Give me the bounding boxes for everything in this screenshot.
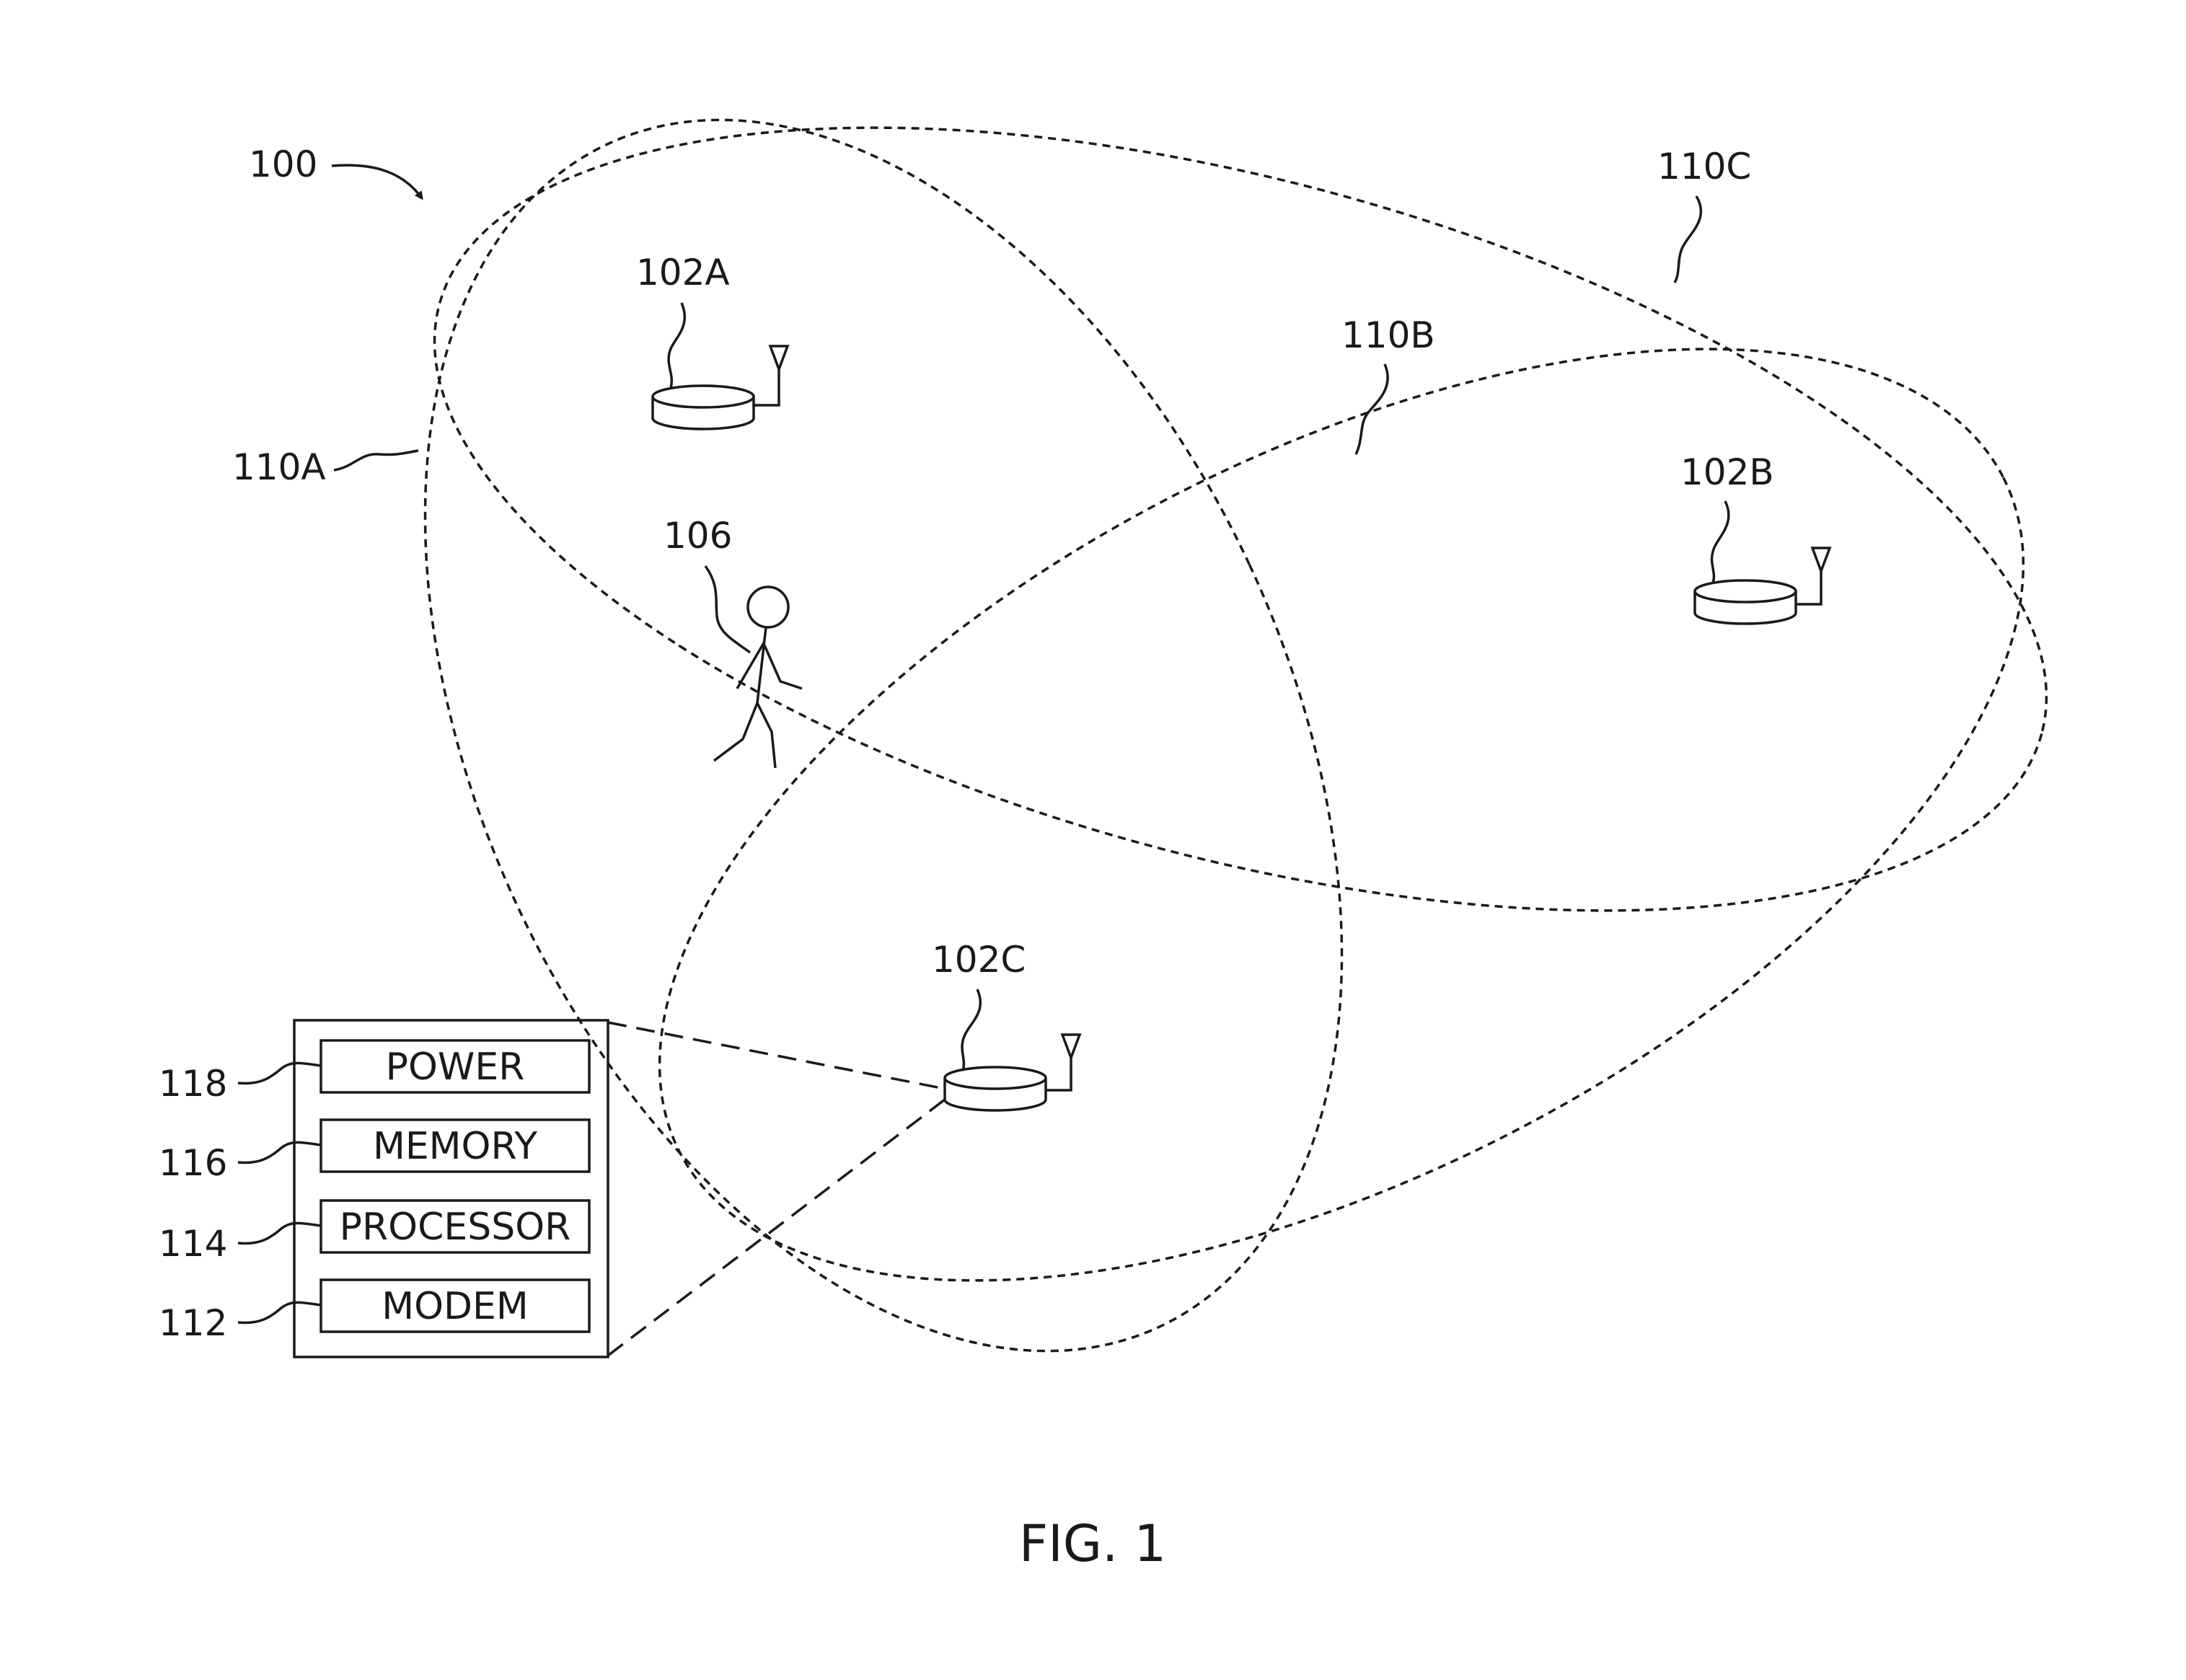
user-torso bbox=[756, 627, 767, 704]
connector-top bbox=[607, 1021, 946, 1090]
coverage-label-110b: 110B bbox=[1341, 314, 1435, 356]
leader-102a bbox=[667, 302, 687, 389]
processor-ref: 114 bbox=[159, 1223, 227, 1265]
leader-110b bbox=[1354, 363, 1389, 455]
base-station-top bbox=[943, 1066, 1047, 1090]
memory-box bbox=[319, 1118, 591, 1173]
antenna-icon bbox=[1810, 547, 1832, 575]
power-ref: 118 bbox=[159, 1063, 227, 1105]
leader-118 bbox=[237, 1061, 322, 1085]
base-station-102a bbox=[651, 345, 790, 430]
leader-110c bbox=[1673, 195, 1703, 283]
user-leg-right bbox=[756, 702, 777, 769]
modem-ref: 112 bbox=[159, 1302, 227, 1344]
power-label: POWER bbox=[386, 1045, 525, 1089]
leader-110a bbox=[333, 449, 419, 472]
antenna-mast bbox=[1046, 1056, 1072, 1092]
user-arm-left bbox=[736, 641, 766, 689]
antenna-mast bbox=[1796, 570, 1823, 606]
coverage-label-110a: 110A bbox=[232, 446, 326, 488]
user-arm-right bbox=[763, 645, 803, 690]
component-box bbox=[293, 1019, 609, 1358]
system-label: 100 bbox=[249, 143, 317, 185]
user-label: 106 bbox=[664, 515, 732, 557]
power-box bbox=[319, 1039, 591, 1094]
leader-114 bbox=[237, 1221, 322, 1245]
leader-102c bbox=[961, 989, 982, 1071]
coverage-label-110c: 110C bbox=[1657, 146, 1751, 187]
leader-116 bbox=[237, 1141, 322, 1164]
base-station-label-102a: 102A bbox=[636, 252, 730, 293]
system-arrow bbox=[331, 164, 423, 200]
modem-label: MODEM bbox=[382, 1285, 529, 1328]
antenna-icon bbox=[768, 345, 790, 373]
base-station-top bbox=[1693, 579, 1797, 604]
figure-caption: FIG. 1 bbox=[1019, 1514, 1166, 1573]
user-figure bbox=[713, 585, 803, 769]
antenna-icon bbox=[1060, 1033, 1082, 1061]
memory-ref: 116 bbox=[159, 1142, 227, 1184]
processor-label: PROCESSOR bbox=[340, 1206, 571, 1249]
base-station-label-102c: 102C bbox=[932, 939, 1026, 981]
base-station-102c bbox=[943, 1033, 1082, 1112]
user-leg-left bbox=[713, 702, 759, 762]
coverage-area-110a bbox=[423, 118, 1344, 1353]
base-station-label-102b: 102B bbox=[1680, 451, 1774, 493]
user-head bbox=[746, 585, 790, 629]
leader-102b bbox=[1710, 500, 1730, 583]
coverage-area-110b bbox=[658, 348, 2025, 1282]
memory-label: MEMORY bbox=[373, 1125, 537, 1168]
base-station-102b bbox=[1693, 547, 1832, 625]
processor-box bbox=[319, 1199, 591, 1254]
base-station-top bbox=[651, 384, 755, 409]
modem-box bbox=[319, 1278, 591, 1333]
connector-bottom bbox=[607, 1098, 946, 1357]
coverage-area-110c bbox=[433, 126, 2048, 912]
leader-112 bbox=[237, 1301, 322, 1325]
antenna-mast bbox=[754, 368, 780, 407]
leader-106 bbox=[704, 565, 752, 654]
